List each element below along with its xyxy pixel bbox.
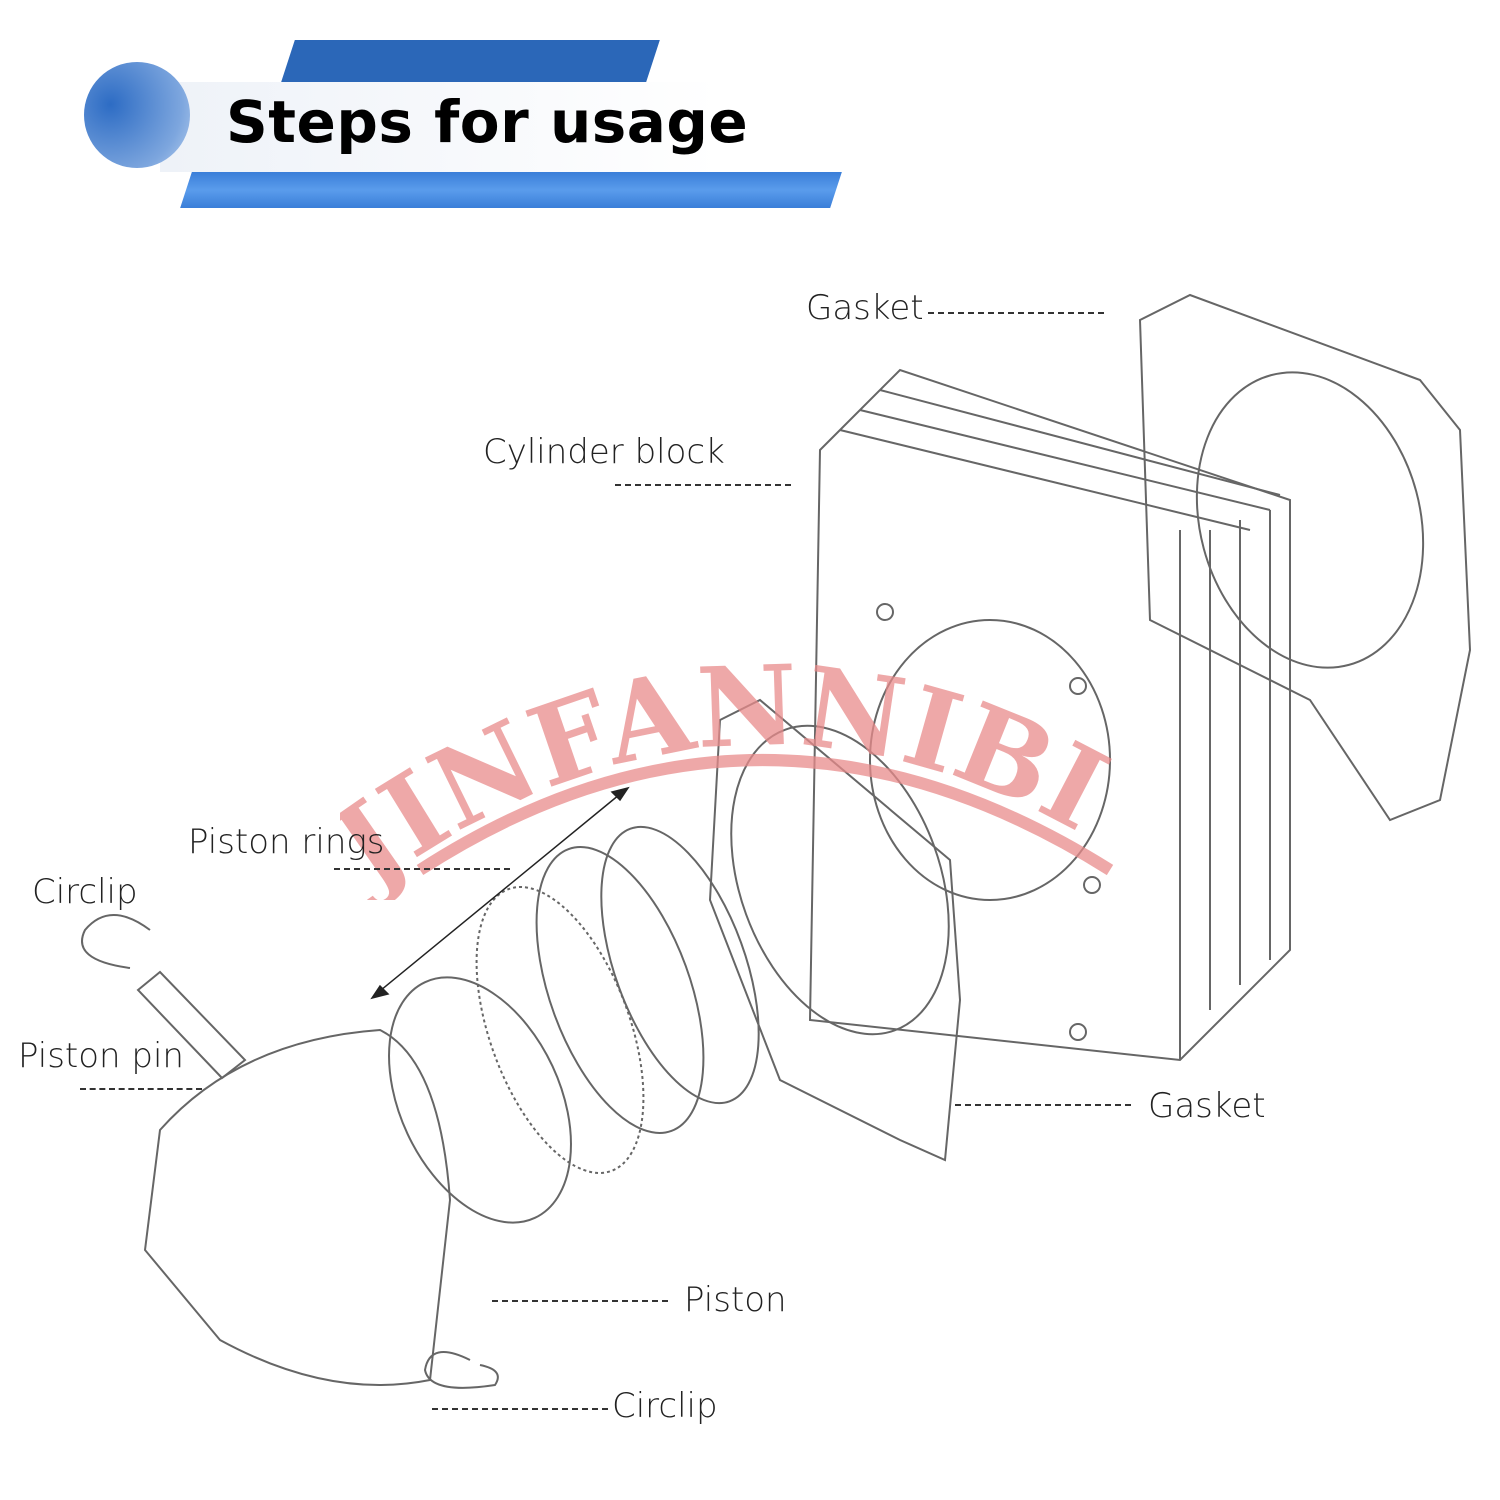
leader-line — [432, 1408, 608, 1410]
label-circlip-top: Circlip — [32, 872, 138, 912]
circlip-top-shape — [81, 914, 151, 969]
gasket-top-shape — [1138, 293, 1472, 822]
label-piston-pin: Piston pin — [18, 1036, 184, 1076]
label-piston-rings: Piston rings — [188, 822, 385, 862]
double-arrow-icon — [370, 786, 630, 1000]
label-gasket-bottom: Gasket — [1148, 1086, 1266, 1126]
piston-ring-1 — [600, 825, 760, 1105]
svg-text:JINFANNIBI: JINFANNIBI — [340, 640, 1127, 900]
banner-circle-icon — [84, 62, 190, 168]
leader-line — [955, 1104, 1131, 1106]
gasket-middle-shape — [708, 698, 962, 1162]
leader-line — [334, 868, 510, 870]
leader-line — [928, 312, 1104, 314]
label-gasket-top: Gasket — [806, 288, 924, 328]
leader-line — [615, 484, 791, 486]
watermark: JINFANNIBI — [304, 640, 1160, 916]
piston-pin-shape — [136, 970, 247, 1080]
piston-ring-2 — [535, 846, 705, 1134]
piston-ring-4 — [388, 976, 572, 1224]
label-piston: Piston — [684, 1280, 787, 1320]
piston-ring-3 — [475, 886, 645, 1174]
banner-background — [160, 82, 720, 172]
page-title: Steps for usage — [226, 88, 749, 156]
leader-line — [492, 1300, 668, 1302]
label-cylinder-block: Cylinder block — [483, 432, 725, 472]
cylinder-block-shape — [808, 368, 1291, 1062]
leader-line — [80, 1088, 202, 1090]
circlip-bottom-shape — [423, 1351, 499, 1389]
label-circlip-bottom: Circlip — [612, 1386, 718, 1426]
piston-shape — [143, 1028, 452, 1386]
